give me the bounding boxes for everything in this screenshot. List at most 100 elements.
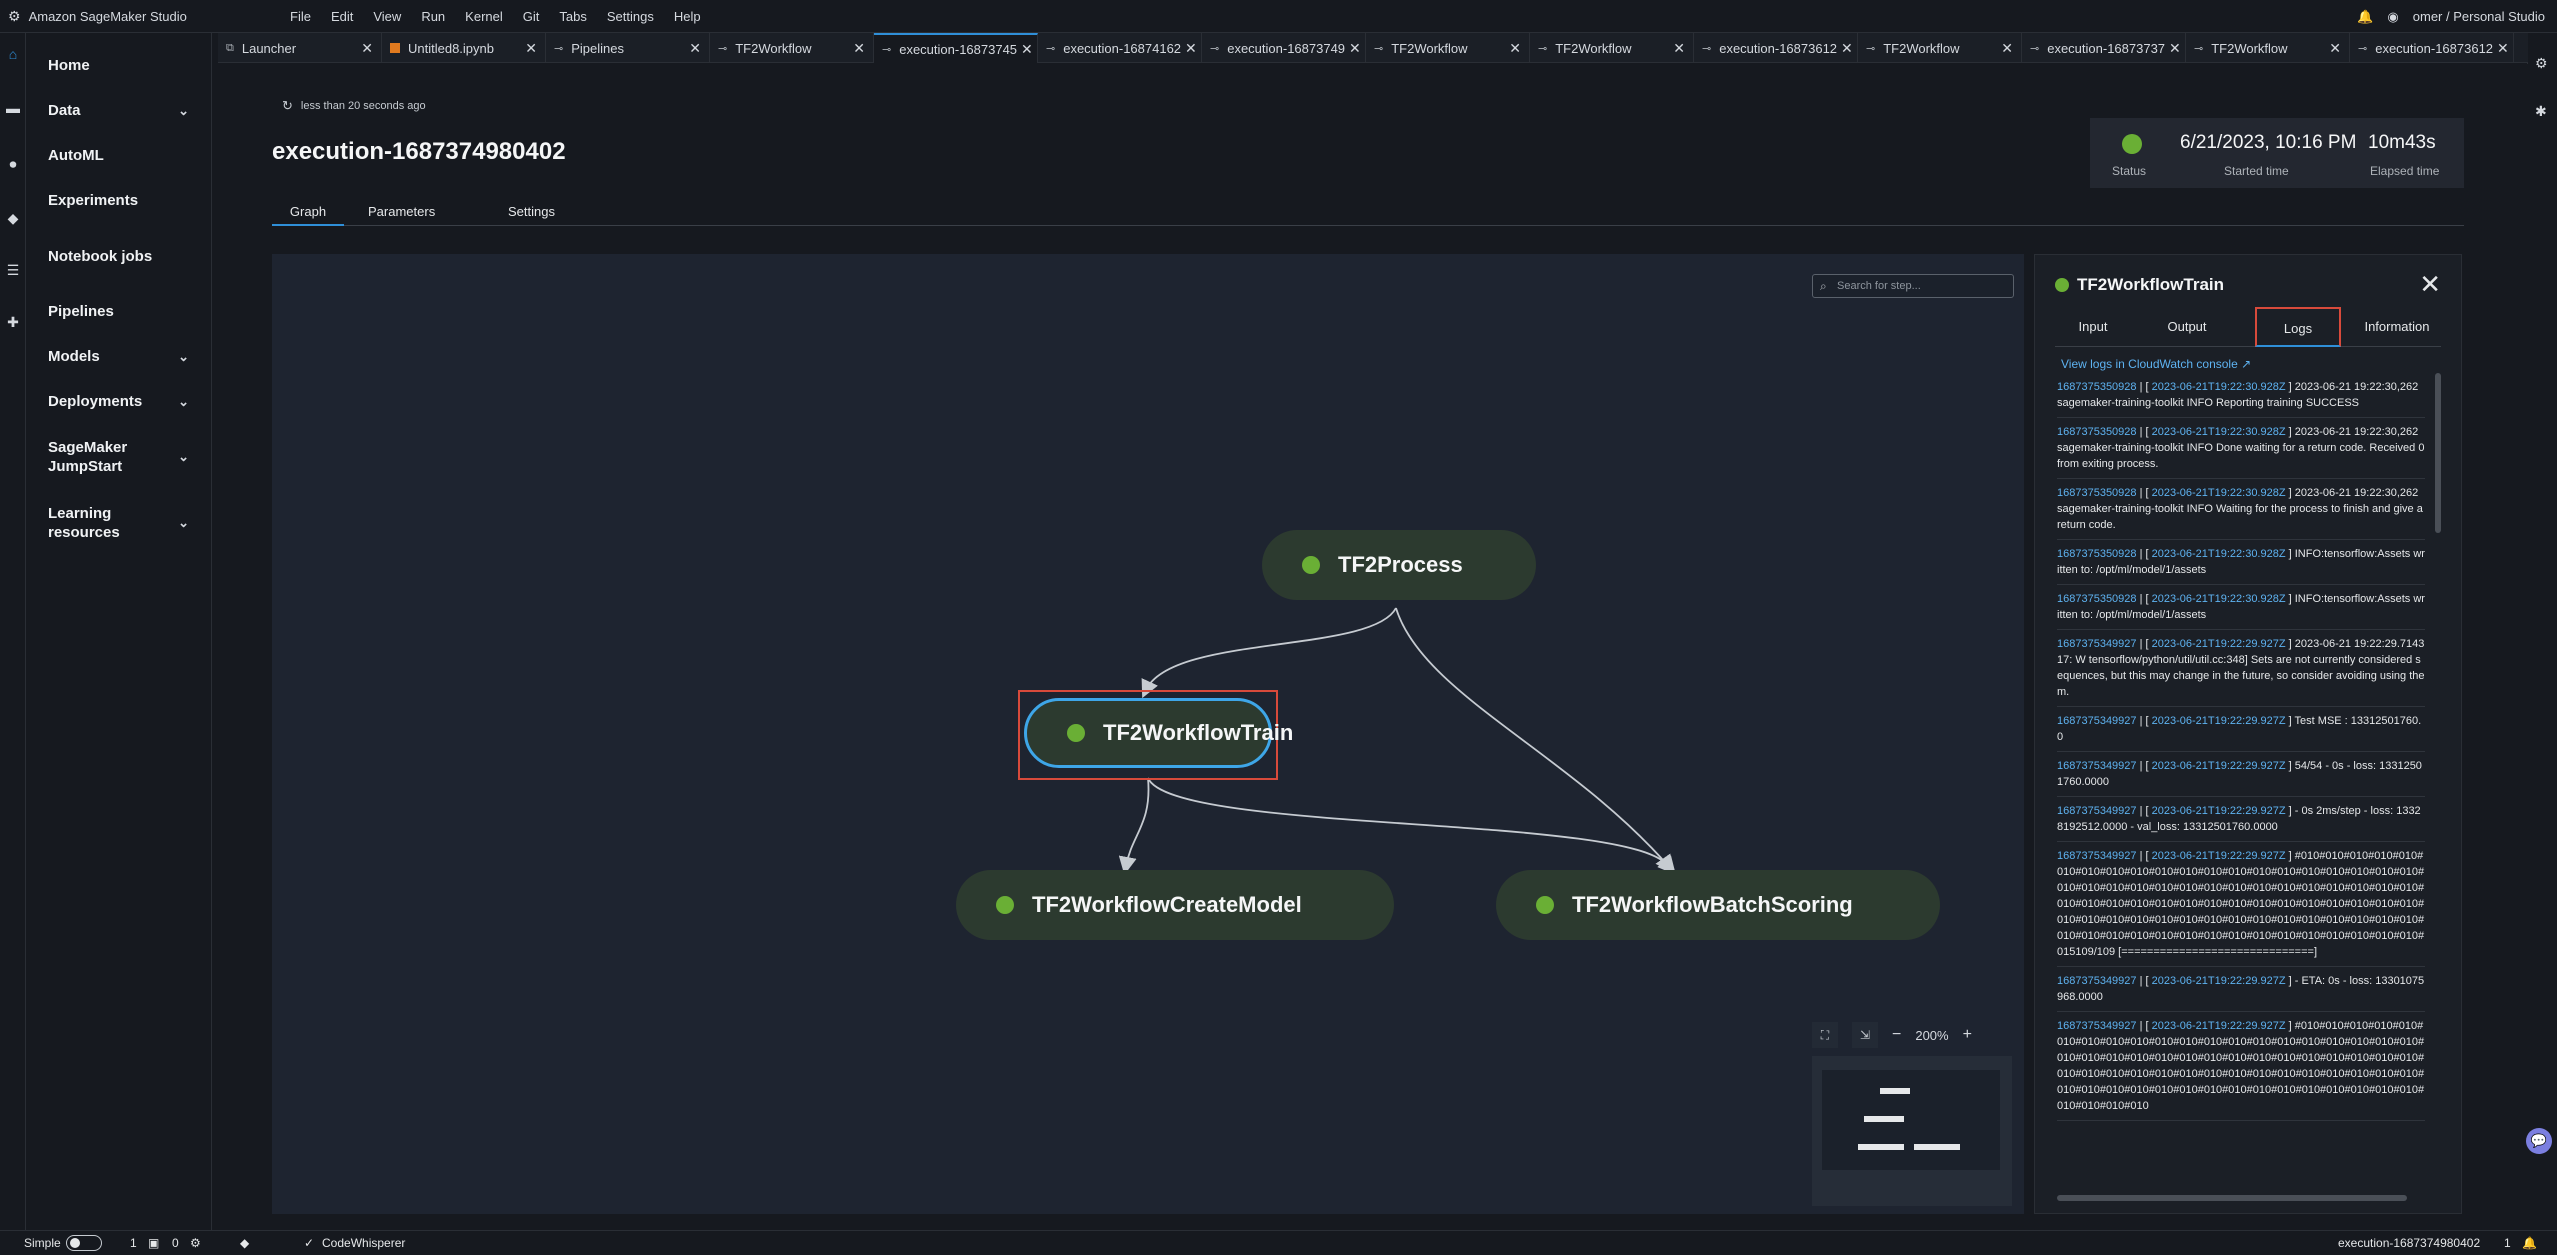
- log-horizontal-scrollbar[interactable]: [2057, 1195, 2407, 1201]
- tab-parameters[interactable]: Parameters: [368, 204, 436, 219]
- debugger-icon[interactable]: ✱: [2535, 103, 2547, 119]
- property-inspector-icon[interactable]: ⚙: [2535, 55, 2548, 71]
- document-tab[interactable]: ⧉Launcher✕: [218, 33, 382, 63]
- document-tab[interactable]: ⊸TF2Workflow✕: [2186, 33, 2350, 63]
- close-tab-icon[interactable]: ✕: [525, 39, 537, 56]
- node-tf2process[interactable]: TF2Process: [1262, 530, 1536, 600]
- step-search-input[interactable]: ⌕ Search for step...: [1812, 274, 2014, 298]
- git-icon[interactable]: ◆: [7, 209, 19, 226]
- nav-item-models[interactable]: Models⌄: [26, 334, 211, 379]
- menu-file[interactable]: File: [290, 8, 311, 24]
- close-tab-icon[interactable]: ✕: [361, 39, 373, 56]
- nav-item-pipelines[interactable]: Pipelines: [26, 289, 211, 334]
- log-list[interactable]: 1687375350928 | [ 2023-06-21T19:22:30.92…: [2057, 373, 2425, 1193]
- menu-tabs[interactable]: Tabs: [559, 8, 587, 24]
- tab-output[interactable]: Output: [2167, 319, 2207, 334]
- notification-bell-icon[interactable]: 🔔: [2357, 8, 2374, 24]
- tab-graph[interactable]: Graph: [272, 204, 344, 226]
- document-tab[interactable]: ⊸execution-16873737✕: [2022, 33, 2186, 63]
- close-tab-icon[interactable]: ✕: [2169, 39, 2181, 56]
- node-tf2workflowcreatemodel[interactable]: TF2WorkflowCreateModel: [956, 870, 1394, 940]
- external-link-icon[interactable]: ↗: [2241, 357, 2252, 371]
- log-event-id[interactable]: 1687375349927: [2057, 760, 2137, 772]
- close-tab-icon[interactable]: ✕: [2497, 39, 2509, 56]
- close-tab-icon[interactable]: ✕: [1021, 40, 1033, 57]
- log-event-id[interactable]: 1687375349927: [2057, 805, 2137, 817]
- menu-settings[interactable]: Settings: [606, 8, 654, 24]
- close-icon[interactable]: ✕: [2419, 269, 2441, 299]
- node-tf2workflowbatchscoring[interactable]: TF2WorkflowBatchScoring: [1496, 870, 1940, 940]
- menu-view[interactable]: View: [373, 8, 402, 24]
- document-tab[interactable]: ⊸execution-16873749✕: [1202, 33, 1366, 63]
- graph-minimap[interactable]: [1812, 1056, 2012, 1206]
- document-tab[interactable]: ⊸execution-16874162✕: [1038, 33, 1202, 63]
- log-event-id[interactable]: 1687375349927: [2057, 1020, 2137, 1032]
- chevron-down-icon[interactable]: ⌄: [178, 449, 189, 464]
- running-terminals-icon[interactable]: ⏺: [9, 155, 17, 172]
- tab-input[interactable]: Input: [2078, 319, 2108, 334]
- menu-run[interactable]: Run: [421, 8, 446, 24]
- close-tab-icon[interactable]: ✕: [689, 39, 701, 56]
- log-event-id[interactable]: 1687375350928: [2057, 593, 2137, 605]
- document-tab[interactable]: ⊸Pipelines✕: [546, 33, 710, 63]
- close-tab-icon[interactable]: ✕: [853, 39, 865, 56]
- zoom-out-button[interactable]: −: [1892, 1026, 1902, 1043]
- menu-kernel[interactable]: Kernel: [465, 8, 503, 24]
- chat-feedback-icon[interactable]: 💬: [2526, 1128, 2552, 1154]
- nav-item-experiments[interactable]: Experiments: [26, 178, 211, 223]
- extensions-icon[interactable]: ✚: [7, 313, 19, 330]
- log-event-id[interactable]: 1687375349927: [2057, 850, 2137, 862]
- nav-item-sagemaker-jumpstart[interactable]: SageMaker JumpStart⌄: [26, 424, 211, 490]
- log-event-id[interactable]: 1687375350928: [2057, 487, 2137, 499]
- tab-information[interactable]: Information: [2364, 319, 2430, 334]
- document-tab[interactable]: ⊸TF2Workflow✕: [1858, 33, 2022, 63]
- refresh-indicator[interactable]: ↻ less than 20 seconds ago: [282, 98, 426, 114]
- git-status-icon[interactable]: ◆: [240, 1236, 250, 1250]
- file-browser-icon[interactable]: ▬: [6, 100, 20, 116]
- close-tab-icon[interactable]: ✕: [1349, 39, 1361, 56]
- kernel-settings-icon[interactable]: ⚙: [190, 1236, 201, 1250]
- nav-item-automl[interactable]: AutoML: [26, 133, 211, 178]
- reset-layout-icon[interactable]: ⇲: [1852, 1022, 1878, 1048]
- document-tab[interactable]: ⊸TF2Workflow✕: [710, 33, 874, 63]
- terminal-icon[interactable]: ▣: [148, 1236, 160, 1250]
- zoom-in-button[interactable]: +: [1962, 1026, 1972, 1043]
- close-tab-icon[interactable]: ✕: [1509, 39, 1521, 56]
- log-event-id[interactable]: 1687375349927: [2057, 975, 2137, 987]
- node-tf2workflowtrain[interactable]: TF2WorkflowTrain: [1024, 698, 1293, 768]
- fit-view-icon[interactable]: ⛶: [1812, 1022, 1838, 1048]
- document-tab[interactable]: ⊸execution-16873612✕: [2350, 33, 2514, 63]
- log-event-id[interactable]: 1687375350928: [2057, 426, 2137, 438]
- log-event-id[interactable]: 1687375349927: [2057, 715, 2137, 727]
- user-label[interactable]: omer / Personal Studio: [2412, 9, 2545, 24]
- log-vertical-scrollbar[interactable]: [2435, 373, 2441, 533]
- nav-item-data[interactable]: Data⌄: [26, 88, 211, 133]
- log-event-id[interactable]: 1687375349927: [2057, 638, 2137, 650]
- notification-bell-icon[interactable]: 🔔: [2522, 1236, 2537, 1250]
- menu-help[interactable]: Help: [673, 8, 701, 24]
- codewhisperer-status[interactable]: CodeWhisperer: [322, 1236, 406, 1250]
- log-event-id[interactable]: 1687375350928: [2057, 548, 2137, 560]
- nav-item-learning-resources[interactable]: Learning resources⌄: [26, 490, 211, 556]
- user-icon[interactable]: ◉: [2387, 8, 2399, 24]
- chevron-down-icon[interactable]: ⌄: [178, 348, 189, 364]
- home-icon[interactable]: ⌂: [8, 46, 18, 62]
- cloudwatch-link[interactable]: View logs in CloudWatch console ↗: [2061, 357, 2251, 371]
- document-tab[interactable]: ⊸TF2Workflow✕: [1366, 33, 1530, 63]
- menu-edit[interactable]: Edit: [330, 8, 354, 24]
- document-tab[interactable]: Untitled8.ipynb✕: [382, 33, 546, 63]
- close-tab-icon[interactable]: ✕: [2329, 39, 2341, 56]
- nav-item-deployments[interactable]: Deployments⌄: [26, 379, 211, 424]
- tab-settings[interactable]: Settings: [508, 204, 555, 219]
- close-tab-icon[interactable]: ✕: [2001, 39, 2013, 56]
- log-event-id[interactable]: 1687375350928: [2057, 381, 2137, 393]
- document-tab[interactable]: ⊸execution-16873745✕: [874, 33, 1038, 63]
- tab-logs[interactable]: Logs: [2255, 307, 2341, 347]
- chevron-down-icon[interactable]: ⌄: [178, 102, 189, 118]
- close-tab-icon[interactable]: ✕: [1841, 39, 1853, 56]
- document-tab[interactable]: ⊸execution-16873612✕: [1694, 33, 1858, 63]
- pipeline-graph-canvas[interactable]: ⌕ Search for step... TF2Process TF2Workf…: [272, 254, 2024, 1214]
- cloudwatch-link-text[interactable]: View logs in CloudWatch console: [2061, 357, 2238, 371]
- menu-git[interactable]: Git: [522, 8, 540, 24]
- chevron-down-icon[interactable]: ⌄: [178, 515, 189, 530]
